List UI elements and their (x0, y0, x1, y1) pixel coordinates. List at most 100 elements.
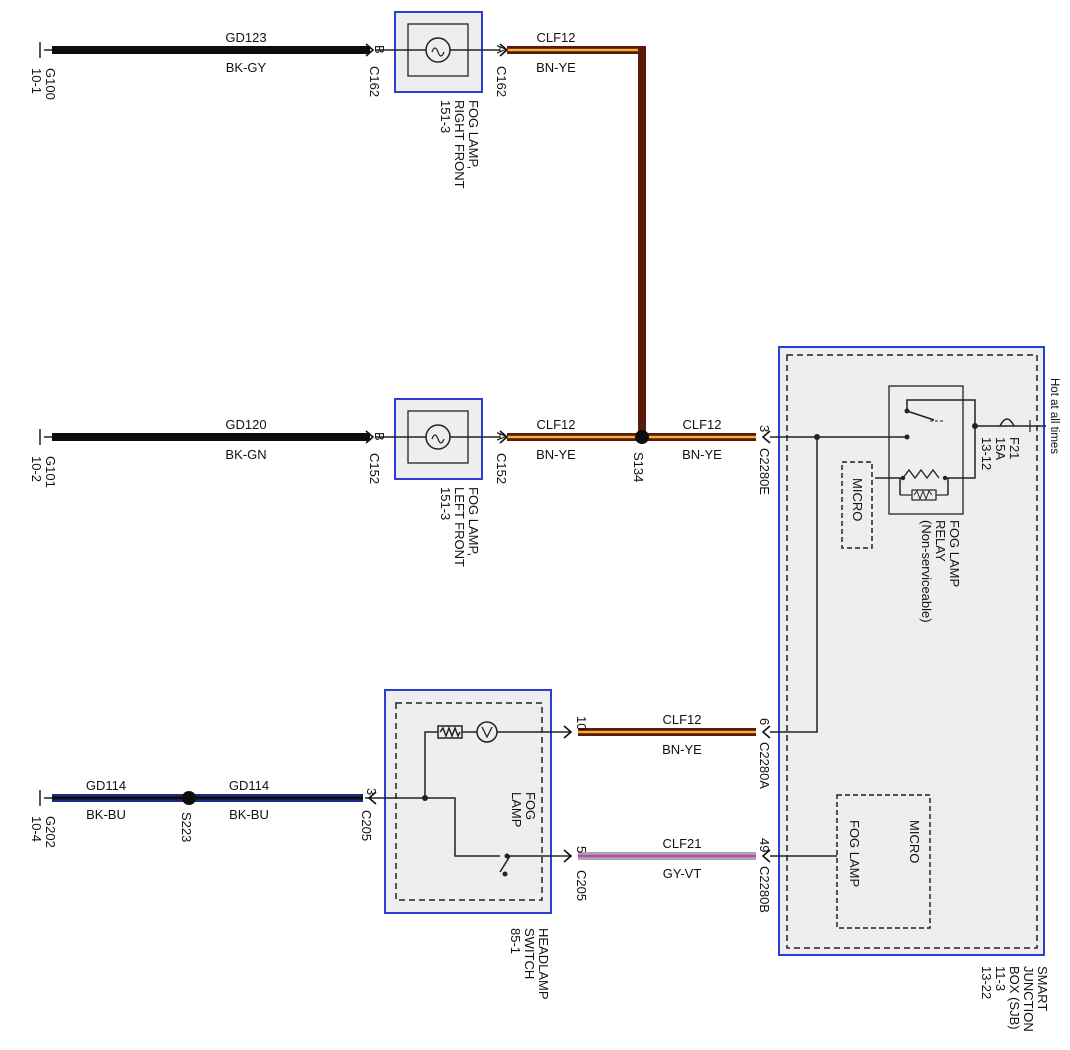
pin-label: A (494, 432, 509, 441)
switch-contact (502, 871, 508, 877)
pin-label: 5 (574, 846, 589, 853)
micro-lower-sub: FOG LAMP (847, 820, 862, 887)
svg-text:15A: 15A (993, 437, 1008, 460)
fuse-f21 (999, 418, 1031, 432)
wire-color-label: BN-YE (536, 60, 576, 75)
pin-label: B (372, 45, 387, 54)
wire-label: GD114 (86, 778, 126, 793)
ground-label: G100 (43, 68, 58, 100)
ground-ref: 10-2 (29, 456, 44, 482)
wire-color-label: BN-YE (536, 447, 576, 462)
svg-text:13-12: 13-12 (979, 437, 994, 470)
ground-ref: 10-4 (29, 816, 44, 842)
svg-text:BOX (SJB): BOX (SJB) (1007, 966, 1022, 1030)
wire-color-label: BK-BU (229, 807, 269, 822)
svg-text:13-22: 13-22 (979, 966, 994, 999)
micro-lower-box (836, 794, 931, 929)
wire-color-label: BN-YE (682, 447, 722, 462)
wire-label: CLF12 (662, 712, 701, 727)
wire-label: GD120 (225, 417, 266, 432)
svg-text:151-3: 151-3 (438, 100, 453, 133)
svg-text:SMART: SMART (1035, 966, 1050, 1011)
wire-clf21 (578, 852, 756, 860)
fog-left-label: FOG LAMP, LEFT FRONT 151-3 (438, 487, 481, 567)
wire-color-label: BK-GN (225, 447, 266, 462)
splice-s134 (635, 430, 649, 444)
svg-text:FOG LAMP: FOG LAMP (947, 520, 962, 587)
wire-color-label: BK-GY (226, 60, 267, 75)
wire-gd120 (52, 433, 370, 441)
ground-label: G202 (43, 816, 58, 848)
svg-text:HEADLAMP: HEADLAMP (536, 928, 551, 1000)
connector-label: C152 (494, 453, 509, 484)
switch-contact (504, 853, 510, 859)
connector-label: C205 (359, 810, 374, 841)
svg-text:LEFT FRONT: LEFT FRONT (452, 487, 467, 567)
svg-text:JUNCTION: JUNCTION (1021, 966, 1036, 1032)
svg-text:151-3: 151-3 (438, 487, 453, 520)
wire-label: CLF12 (536, 30, 575, 45)
switch-internal-label: FOG LAMP (509, 792, 538, 827)
splice-label: S134 (631, 452, 646, 482)
headlamp-switch (384, 689, 552, 914)
svg-text:FOG LAMP,: FOG LAMP, (466, 487, 481, 556)
sjb-label: SMART JUNCTION BOX (SJB) 11-3 13-22 (979, 966, 1050, 1032)
wire-label: CLF12 (536, 417, 575, 432)
wire-color-label: BK-BU (86, 807, 126, 822)
wire-clf12-top (507, 46, 646, 437)
relay-label: FOG LAMP RELAY (Non-serviceable) (919, 520, 962, 623)
wire-gd123 (52, 46, 370, 54)
wire-gd114 (52, 794, 363, 802)
fog-right-label: FOG LAMP, RIGHT FRONT 151-3 (438, 100, 481, 189)
headlamp-switch-label: HEADLAMP SWITCH 85-1 (508, 928, 551, 1000)
micro-upper-label: MICRO (850, 478, 865, 521)
svg-text:11-3: 11-3 (993, 966, 1008, 991)
svg-text:RELAY: RELAY (933, 520, 948, 562)
junction-dot (422, 795, 428, 801)
pin-label: 6 (757, 718, 772, 725)
ground-label: G101 (43, 456, 58, 488)
connector-label: C2280E (757, 448, 772, 495)
junction-dot (972, 423, 978, 429)
svg-text:FOG: FOG (523, 792, 538, 820)
wire-label: CLF12 (682, 417, 721, 432)
connector-label: C205 (574, 870, 589, 901)
junction-dot (814, 434, 820, 440)
connector-label: C162 (367, 66, 382, 97)
sjb-internal-wiring (770, 399, 1046, 857)
svg-text:85-1: 85-1 (508, 928, 523, 954)
splice-s223 (182, 791, 196, 805)
ground-symbol-g202 (39, 790, 52, 806)
pin-label: B (372, 432, 387, 441)
pin-label: 3 (364, 788, 379, 795)
ground-symbol-g100 (39, 42, 52, 58)
micro-upper-box (841, 461, 873, 549)
ground-symbol-g101 (39, 429, 52, 445)
wire-color-label: BN-YE (662, 742, 702, 757)
indicator-lamp-icon (481, 726, 493, 739)
wire-label: GD114 (229, 778, 269, 793)
hot-at-all-times-label: Hot at all times (1048, 378, 1060, 454)
wire-clf12-mid (507, 433, 756, 441)
pin-label: 10 (574, 716, 589, 730)
svg-text:(Non-serviceable): (Non-serviceable) (919, 520, 934, 623)
pin-label: A (494, 45, 509, 54)
fuse-label: F21 15A 13-12 (979, 437, 1022, 470)
connector-label: C2280B (757, 866, 772, 913)
wire-color-label: GY-VT (663, 866, 702, 881)
svg-text:F21: F21 (1007, 437, 1022, 459)
wire-clf12-low (578, 728, 756, 736)
ground-ref: 10-1 (29, 68, 44, 94)
micro-lower-title: MICRO (907, 820, 922, 863)
svg-text:LAMP: LAMP (509, 792, 524, 827)
pin-label: 49 (757, 838, 772, 852)
connector-label: C152 (367, 453, 382, 484)
pin-label: 3 (757, 425, 772, 432)
wire-label: CLF21 (662, 836, 701, 851)
connector-arrows (365, 43, 771, 863)
fog-lamp-right-front (376, 11, 500, 93)
splice-label: S223 (179, 812, 194, 842)
svg-text:SWITCH: SWITCH (522, 928, 537, 979)
connector-label: C2280A (757, 742, 772, 789)
